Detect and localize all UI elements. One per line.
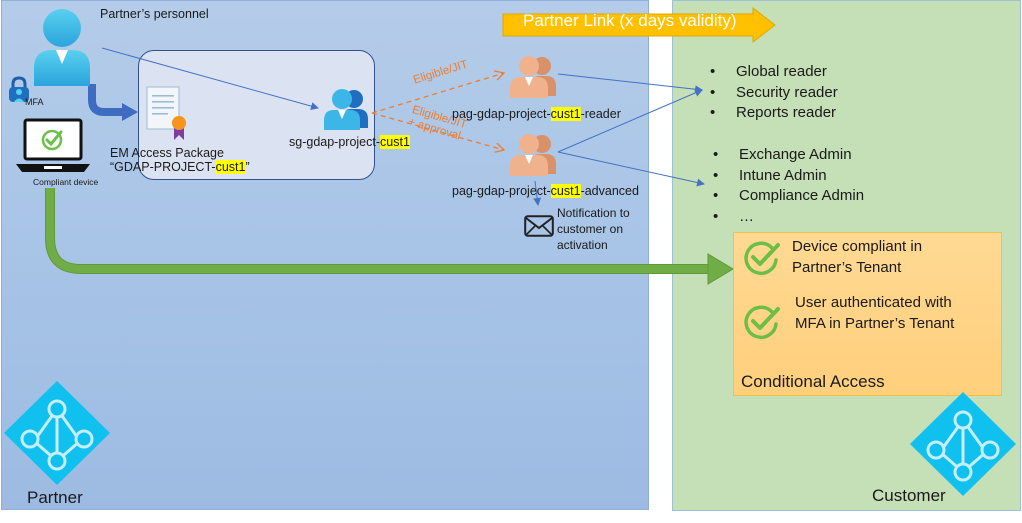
access-package-title: EM Access Package xyxy=(110,146,224,160)
ca-check-line1: Device compliant in xyxy=(792,238,923,255)
envelope-icon xyxy=(524,215,554,237)
security-group-icon xyxy=(324,89,368,130)
compliant-laptop-icon xyxy=(16,118,90,172)
list-item: •… xyxy=(713,207,864,228)
role-label: Compliance Admin xyxy=(739,187,865,204)
entra-id-partner-icon xyxy=(4,381,110,485)
advanced-to-reader-roles-connector xyxy=(557,89,703,153)
ca-check-line2: MFA in Partner’s Tenant xyxy=(795,315,955,332)
device-label: Compliant device xyxy=(33,177,99,187)
assignment-arrow-shaft xyxy=(88,84,124,116)
pag-advanced-prefix: pag-gdap-project- xyxy=(452,184,551,198)
personnel-label: Partner’s personnel xyxy=(100,7,209,21)
pag-advanced-suffix: -advanced xyxy=(580,184,639,198)
security-group-prefix: sg-gdap-project- xyxy=(289,135,381,149)
access-package-name-suffix: ” xyxy=(245,160,250,174)
assignment-arrow-head xyxy=(122,103,138,121)
role-label: … xyxy=(739,207,754,225)
notification-line3: activation xyxy=(557,238,608,252)
eligible-reader-edge xyxy=(371,73,504,114)
pag-reader-highlight: cust1 xyxy=(550,107,581,121)
security-group-label: sg-gdap-project-cust1 xyxy=(289,135,410,149)
list-item: •Exchange Admin xyxy=(713,145,864,166)
admin-roles-list: •Exchange Admin •Intune Admin •Complianc… xyxy=(713,145,864,227)
notification-line1: Notification to xyxy=(557,206,630,220)
partner-link-label: Partner Link (x days validity) xyxy=(523,11,737,30)
personnel-to-group-connector xyxy=(101,47,319,110)
mfa-label: MFA xyxy=(25,97,44,107)
pag-reader-prefix: pag-gdap-project- xyxy=(452,107,551,121)
mfa-lock-icon xyxy=(9,76,29,102)
role-label: Global reader xyxy=(736,63,827,80)
list-item: •Reports reader xyxy=(710,103,838,124)
role-label: Exchange Admin xyxy=(739,146,852,163)
compliance-flow-arrow-shaft xyxy=(46,188,708,273)
ca-check-line2: Partner’s Tenant xyxy=(792,259,902,276)
pag-advanced-group-icon xyxy=(510,134,556,176)
notification-text: Notification to customer on activation xyxy=(557,205,630,253)
list-item: •Global reader xyxy=(710,62,838,83)
conditional-access-title: Conditional Access xyxy=(741,372,885,391)
conditional-access-box xyxy=(733,232,1002,396)
pag-reader-group-icon xyxy=(510,56,556,98)
pag-reader-label: pag-gdap-project-cust1-reader xyxy=(452,107,621,121)
user-icon xyxy=(34,9,90,86)
reader-to-roles-connector xyxy=(557,73,703,94)
entra-id-customer-icon xyxy=(910,392,1016,496)
ca-check-device: Device compliant in Partner’s Tenant xyxy=(792,236,922,278)
check-circle-icon xyxy=(744,241,780,276)
pag-reader-suffix: -reader xyxy=(580,107,621,121)
access-package-name: “GDAP-PROJECT-cust1” xyxy=(110,160,250,174)
compliance-flow-arrow-head xyxy=(707,253,734,285)
access-package-name-prefix: “GDAP-PROJECT- xyxy=(110,160,216,174)
advanced-to-notification-connector xyxy=(533,180,542,206)
pag-advanced-highlight: cust1 xyxy=(550,184,581,198)
role-label: Intune Admin xyxy=(739,166,827,184)
access-package-name-highlight: cust1 xyxy=(215,160,246,174)
list-item: •Compliance Admin xyxy=(713,186,864,207)
notification-line2: customer on xyxy=(557,222,624,236)
security-group-highlight: cust1 xyxy=(380,135,410,149)
list-item: •Intune Admin xyxy=(713,166,864,187)
reader-roles-list: •Global reader •Security reader •Reports… xyxy=(710,62,838,124)
ca-check-mfa: User authenticated with MFA in Partner’s… xyxy=(795,292,954,334)
advanced-to-admin-roles-connector xyxy=(557,151,705,187)
pag-advanced-label: pag-gdap-project-cust1-advanced xyxy=(452,184,639,198)
eligible-advanced-edge xyxy=(371,112,504,150)
partner-panel-label: Partner xyxy=(27,488,83,507)
role-label: Reports reader xyxy=(736,104,837,121)
ca-check-line1: User authenticated with xyxy=(795,294,952,311)
list-item: •Security reader xyxy=(710,83,838,104)
partner-link-arrow xyxy=(502,6,776,44)
certificate-icon xyxy=(146,86,186,140)
role-label: Security reader xyxy=(736,83,838,101)
customer-panel-label: Customer xyxy=(872,486,946,505)
check-circle-icon xyxy=(744,305,780,340)
